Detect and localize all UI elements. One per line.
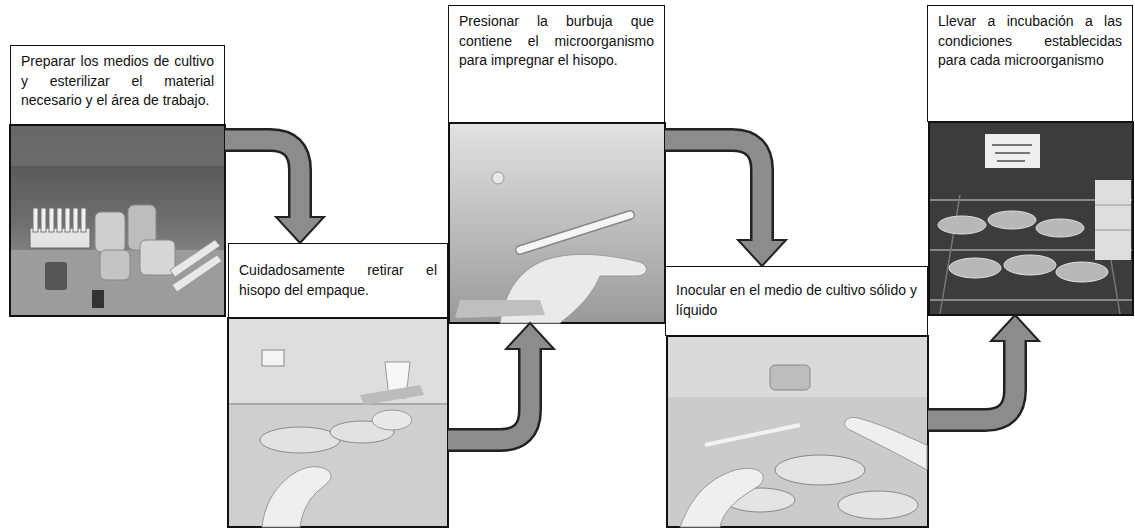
sign-scribble — [992, 144, 1032, 146]
photo-inoculation — [667, 336, 928, 527]
cabinet-wall — [229, 319, 447, 404]
petri-dish — [1036, 219, 1084, 237]
photo-ground — [929, 122, 1133, 315]
arrow-head — [506, 323, 554, 349]
sign-scribble — [995, 152, 1030, 154]
tube — [65, 208, 70, 232]
step-panel: Presionar la burbuja que contiene el mic… — [448, 5, 665, 323]
tube — [33, 208, 38, 232]
step-text-box: Cuidadosamente retirar el hisopo del emp… — [228, 243, 448, 318]
tube — [81, 208, 86, 232]
swab-packet — [360, 385, 424, 405]
gloved-hand — [680, 468, 763, 527]
beaker — [45, 262, 67, 290]
petri-dish — [1004, 255, 1056, 275]
petri-dish — [949, 258, 1001, 278]
incubator-sign — [985, 134, 1040, 168]
wall-fixture — [492, 172, 504, 184]
arrow-head — [276, 217, 324, 243]
gloved-hand — [262, 467, 331, 527]
tube — [73, 208, 78, 232]
arrow-outline — [665, 140, 762, 240]
arrow-fill — [665, 140, 762, 243]
tube — [57, 208, 62, 232]
photo-press-bubble — [449, 123, 665, 323]
petri-dish — [988, 211, 1036, 229]
swab — [705, 425, 800, 445]
curved-arrow — [225, 140, 324, 243]
step-text-box: Presionar la burbuja que contiene el mic… — [448, 5, 665, 123]
tube — [49, 208, 54, 232]
photo-materials — [10, 125, 225, 316]
bottle — [92, 290, 104, 308]
step-text-box: Llevar a incubación a las condiciones es… — [927, 5, 1133, 122]
gloved-hand — [372, 410, 412, 430]
photo-ground — [228, 318, 448, 527]
cabinet-wall — [11, 126, 224, 166]
bench-edge — [229, 403, 447, 405]
cabinet-wall — [668, 337, 927, 397]
curved-arrow — [448, 323, 554, 440]
rack-line — [1095, 205, 1131, 206]
step-panel: Preparar los medios de cultivo y esteril… — [10, 45, 225, 316]
foil-pack — [100, 250, 130, 280]
step-text-box: Preparar los medios de cultivo y esteril… — [10, 45, 225, 125]
step-text-box: Inocular en el medio de cultivo sólido y… — [665, 266, 928, 336]
swab — [520, 215, 630, 250]
shelf-wire — [930, 299, 1132, 301]
curved-arrow — [665, 140, 786, 266]
petri-dish — [260, 427, 340, 453]
arrow-fill — [448, 346, 530, 440]
petri-dish — [775, 455, 865, 485]
petri-dish — [1056, 262, 1108, 282]
petri-dish — [938, 216, 986, 234]
rack-line — [1095, 230, 1131, 231]
gloved-hand — [845, 417, 927, 470]
step-text: Llevar a incubación a las condiciones es… — [938, 12, 1122, 71]
shelf-wire — [940, 195, 960, 314]
photo-ground — [10, 125, 225, 316]
photo-ground — [667, 336, 928, 527]
swab-packet — [172, 255, 222, 292]
arrow-head — [991, 315, 1039, 341]
step-panel: Cuidadosamente retirar el hisopo del emp… — [228, 243, 448, 527]
photo-swab-removal — [228, 318, 448, 527]
sign-scribble — [997, 160, 1025, 162]
wall-sign — [262, 350, 284, 366]
arrow-fill — [225, 140, 300, 220]
petri-dish — [838, 491, 918, 519]
photo-ground — [449, 123, 665, 323]
curved-arrow — [928, 315, 1039, 420]
step-text: Cuidadosamente retirar el hisopo del emp… — [239, 261, 437, 300]
arrow-head — [738, 240, 786, 266]
step-text: Inocular en el medio de cultivo sólido y… — [676, 281, 917, 320]
step-text: Presionar la burbuja que contiene el mic… — [459, 12, 654, 71]
arrow-fill — [928, 338, 1015, 420]
swab-outline — [520, 215, 630, 250]
step-panel: Llevar a incubación a las condiciones es… — [927, 5, 1133, 315]
foil-pack — [95, 212, 125, 252]
step-text: Preparar los medios de cultivo y esteril… — [21, 52, 214, 111]
photo-incubator — [929, 122, 1133, 315]
tube-rack — [1095, 180, 1131, 260]
foil-pack — [770, 365, 810, 390]
tube — [41, 208, 46, 232]
swab-packet — [455, 300, 545, 318]
step-panel: Inocular en el medio de cultivo sólido y… — [665, 266, 928, 527]
